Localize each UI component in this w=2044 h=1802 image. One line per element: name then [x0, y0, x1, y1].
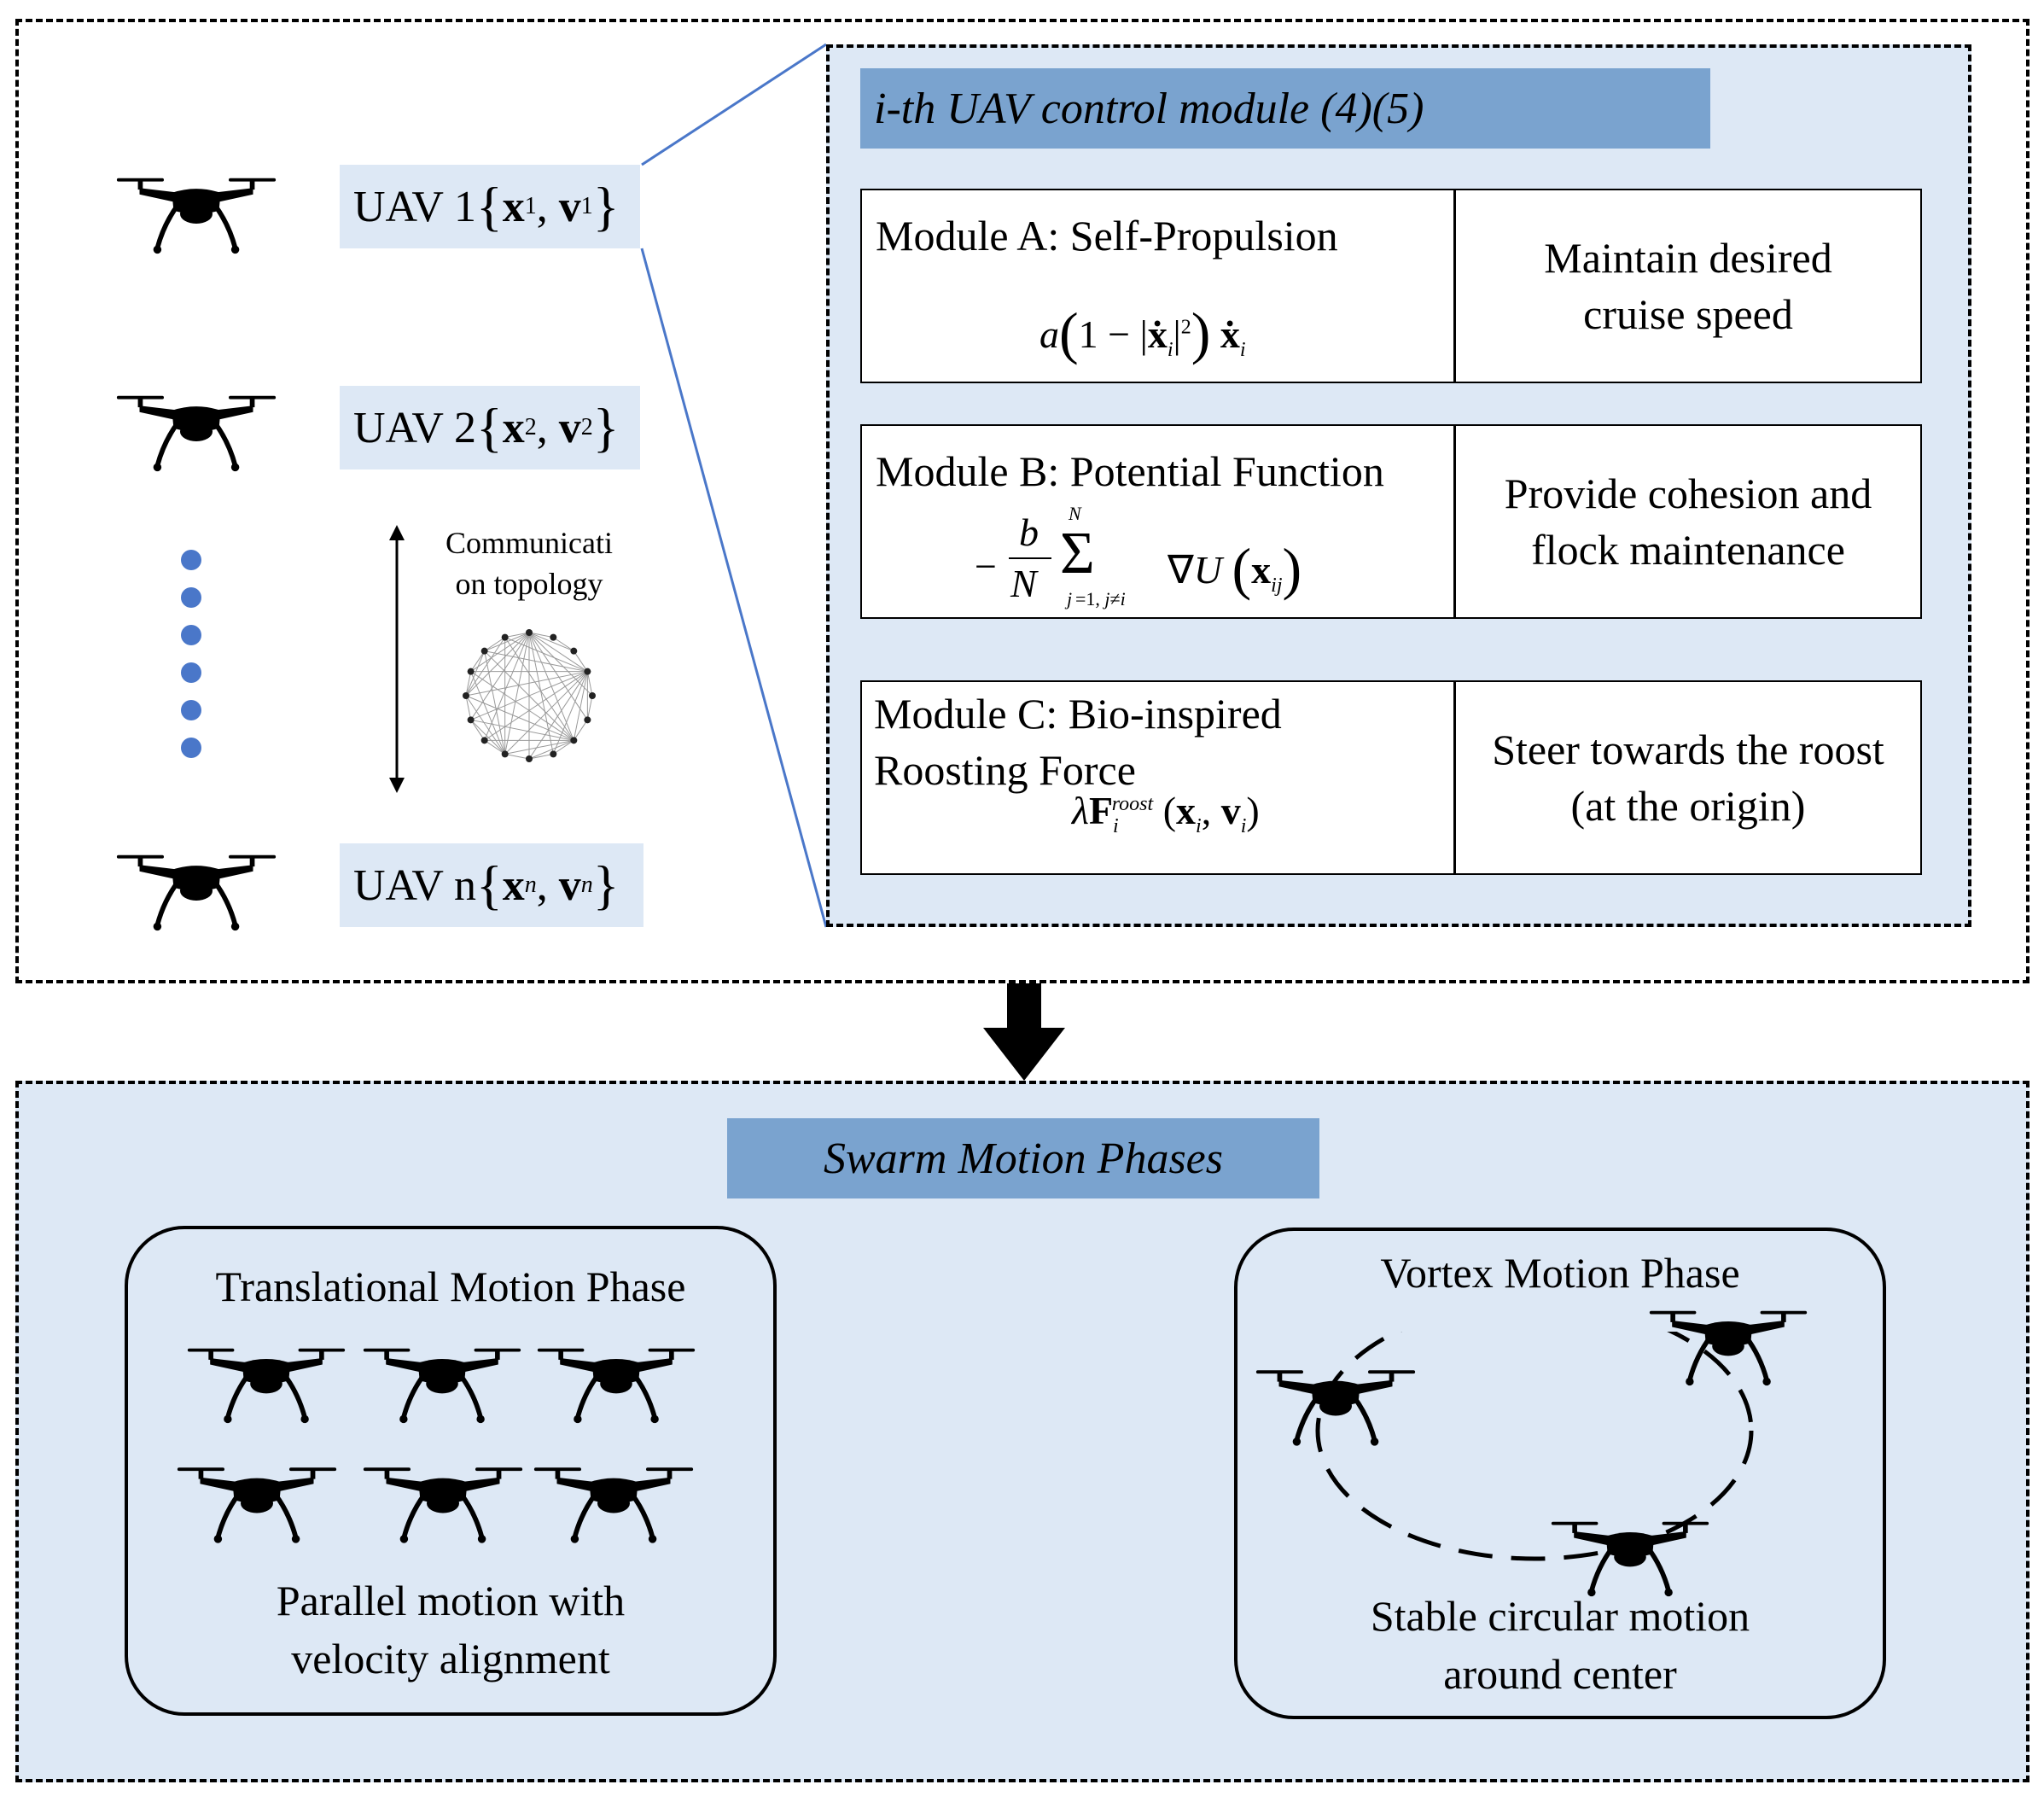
top-frame: [15, 19, 2029, 983]
ellipsis-dot: [181, 738, 201, 758]
module-a-formula: a(1 − |ẋi|2) ẋi: [1039, 300, 1246, 365]
graph-node: [480, 737, 488, 744]
drone-icon: [1647, 1308, 1809, 1388]
graph-node: [570, 737, 578, 744]
module-b-title: Module B: Potential Function: [876, 447, 1384, 495]
graph-node: [463, 692, 469, 699]
translational-phase-desc: Parallel motion with velocity alignment: [276, 1577, 626, 1682]
vortex-phase-desc: Stable circular motion around center: [1370, 1592, 1750, 1698]
module-c-formula: λFiroost (xi, vi): [1072, 789, 1260, 838]
module-b-formula: − b N N Σ j =1, j≠i ∇U (xij): [975, 503, 1302, 609]
graph-node: [480, 647, 488, 655]
graph-node: [526, 755, 533, 762]
graph-node: [570, 647, 578, 655]
ellipsis-dot: [181, 550, 201, 570]
module-c-left: Module C: Bio-inspired Roosting Force λF…: [860, 680, 1455, 875]
swarm-title: Swarm Motion Phases: [727, 1118, 1319, 1198]
graph-node: [584, 716, 591, 724]
drone-icon: [176, 1463, 338, 1547]
module-c-title: Module C: Bio-inspired Roosting Force: [874, 690, 1282, 794]
module-c-right: Steer towards the roost(at the origin): [1454, 680, 1922, 875]
graph-node: [550, 633, 557, 641]
communication-label: Communicati on topology: [445, 526, 613, 601]
drone-icon: [1550, 1518, 1710, 1600]
module-b-left: Module B: Potential Function − b N N Σ j…: [860, 424, 1455, 619]
module-a-title: Module A: Self-Propulsion: [876, 212, 1338, 260]
vortex-phase-box: Vortex Motion Phase Stable circular moti…: [1234, 1228, 1886, 1719]
control-module-title: i-th UAV control module (4)(5): [860, 68, 1710, 149]
module-a-left: Module A: Self-Propulsion a(1 − |ẋi|2) ẋ…: [860, 189, 1455, 383]
graph-node: [467, 716, 475, 724]
graph-node: [501, 750, 509, 758]
drone-icon: [536, 1345, 696, 1426]
ellipsis-dot: [181, 700, 201, 720]
translational-phase-title: Translational Motion Phase: [215, 1263, 686, 1310]
ellipsis-dot: [181, 625, 201, 645]
drone-icon: [362, 1463, 524, 1547]
vortex-orbit: [1315, 1332, 1754, 1561]
drone-icon: [1255, 1366, 1417, 1449]
drone-icon: [362, 1345, 522, 1426]
graph-node: [467, 668, 475, 675]
double-arrow-icon: [389, 525, 405, 793]
graph-node: [550, 750, 557, 758]
ellipsis-dot: [181, 587, 201, 608]
down-arrow-icon: [983, 983, 1065, 1081]
vortex-phase-title: Vortex Motion Phase: [1380, 1249, 1740, 1297]
graph-node: [584, 668, 591, 675]
network-graph-icon: [463, 629, 596, 762]
drone-icon: [186, 1345, 346, 1426]
ellipsis-dot: [181, 662, 201, 683]
module-c-desc: Steer towards the roost(at the origin): [1492, 726, 1884, 830]
graph-node: [526, 629, 533, 636]
graph-node: [501, 633, 509, 641]
graph-node: [589, 692, 596, 699]
drone-icon: [533, 1463, 695, 1547]
connector-lines: [640, 43, 828, 928]
